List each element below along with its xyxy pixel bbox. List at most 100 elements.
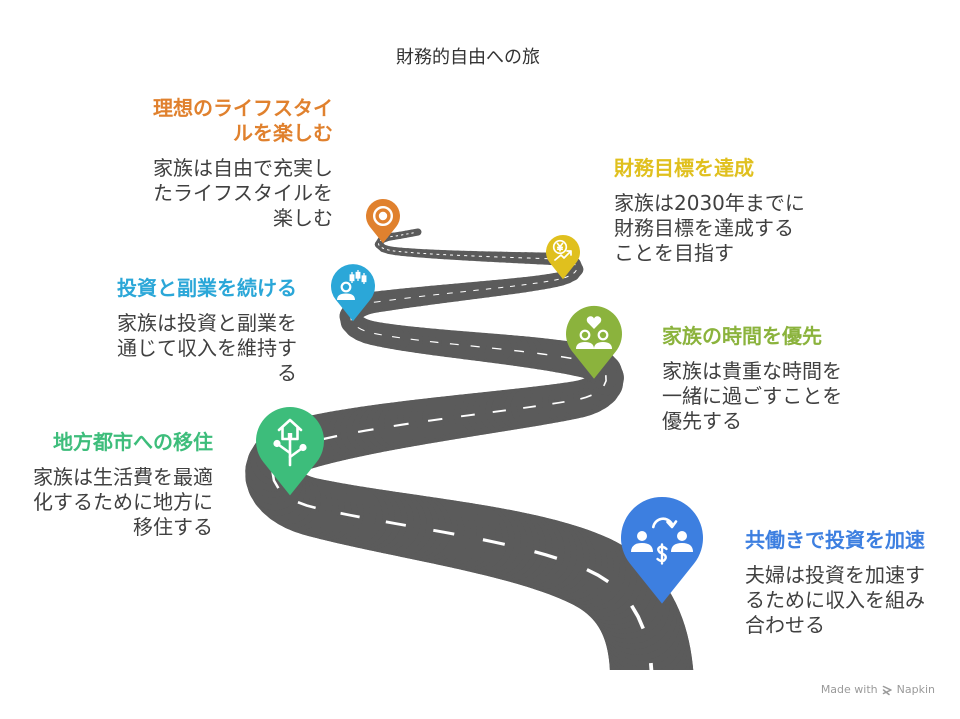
step-description-line: 財務目標を達成する <box>614 216 794 240</box>
step-title-line: ルを楽しむ <box>233 121 333 145</box>
road-dash <box>446 292 453 294</box>
person-head-left <box>637 531 647 541</box>
candlestick-icon <box>349 270 367 284</box>
yen-coin <box>552 239 568 255</box>
step-title: 家族の時間を優先 <box>662 324 842 349</box>
step-description-line: ことを目指す <box>614 241 734 265</box>
step-label-financial-goal: 財務目標を達成 家族は2030年までに 財務目標を達成する ことを目指す <box>614 156 805 266</box>
step-title: 投資と副業を続ける <box>117 276 297 301</box>
road-centerline-guide <box>272 232 652 700</box>
step-description-line: 夫婦は投資を加速す <box>745 563 925 587</box>
road-dash <box>449 343 459 346</box>
road-dash <box>404 297 411 299</box>
step-label-relocation: 地方都市への移住 家族は生活費を最適 化するために地方に 移住する <box>33 430 213 540</box>
step-description: 夫婦は投資を加速す るために収入を組み 合わせる <box>745 563 925 638</box>
road-dash <box>532 282 538 285</box>
road-dash <box>386 249 390 251</box>
step-label-invest-side-business: 投資と副業を続ける 家族は投資と副業を 通じて収入を維持す る <box>117 276 297 386</box>
napkin-logo-icon <box>882 685 892 695</box>
road-dash <box>648 662 654 670</box>
step-description-line: 家族は貴重な時間を <box>662 359 842 383</box>
road-dash <box>357 428 374 434</box>
pin-financial-goal <box>546 235 580 280</box>
candle-body <box>355 271 361 279</box>
dual-income-invest-icon <box>631 517 693 565</box>
target-icon <box>372 205 394 227</box>
step-label-dual-income: 共働きで投資を加速 夫婦は投資を加速す るために収入を組み 合わせる <box>745 528 925 638</box>
house-tree-icon <box>273 418 307 467</box>
road-dash <box>393 422 409 428</box>
road-dash <box>534 550 558 560</box>
road-dash <box>573 269 577 274</box>
step-title-line: 地方都市への移住 <box>53 430 213 454</box>
pin-marker <box>366 199 400 244</box>
pin-ideal-lifestyle <box>366 199 400 244</box>
dollar-sign <box>656 543 668 565</box>
road-dash <box>271 471 280 489</box>
target-center <box>378 211 388 221</box>
step-description-line: 通じて収入を維持す <box>117 336 297 360</box>
pin-invest-side-business <box>331 264 375 322</box>
road-dash <box>389 298 396 301</box>
pin-marker <box>566 305 622 379</box>
road-dash <box>498 286 504 289</box>
road-dash <box>560 355 572 360</box>
road-dash <box>418 295 426 298</box>
step-description: 家族は2030年までに 財務目標を達成する ことを目指す <box>614 191 805 266</box>
yen-symbol <box>556 242 564 252</box>
step-title-line: 財務目標を達成 <box>614 156 754 180</box>
step-title-line: 共働きで投資を加速 <box>745 528 925 552</box>
person-head-right <box>597 329 609 341</box>
road-dash <box>603 375 607 387</box>
tree-branch-left <box>277 443 292 455</box>
yen-growth-icon <box>552 239 572 261</box>
road-dash <box>427 417 443 422</box>
road-dash <box>485 288 492 290</box>
step-label-ideal-lifestyle: 理想のライフスタイ ルを楽しむ 家族は自由で充実し たライフスタイルを 楽しむ <box>153 96 333 231</box>
road-dash <box>586 568 610 584</box>
road-dash <box>552 400 565 405</box>
road-dash <box>429 340 439 344</box>
made-with-text: Made with <box>820 683 878 696</box>
investor-chart-icon <box>337 270 367 300</box>
road-dash <box>373 300 381 303</box>
brand-name: Napkin <box>896 683 935 696</box>
road-dash <box>492 409 507 414</box>
person-body-right <box>671 543 693 552</box>
step-description-line: 合わせる <box>745 613 825 637</box>
house-door <box>287 433 293 439</box>
leaf-right <box>299 443 307 452</box>
leaf-left <box>273 439 281 448</box>
step-title: 理想のライフスタイ ルを楽しむ <box>153 96 333 146</box>
person-head-left <box>579 329 591 341</box>
person-body-left <box>576 342 594 349</box>
step-label-family-time: 家族の時間を優先 家族は貴重な時間を 一緒に過ごすことを 優先する <box>662 324 842 434</box>
road-dash <box>391 336 401 339</box>
step-description-line: 化するために地方に <box>33 490 213 514</box>
step-description-line: 家族は自由で充実し <box>153 156 333 180</box>
step-title-line: 家族の時間を優先 <box>662 324 822 348</box>
growth-arrow <box>554 250 572 261</box>
step-description: 家族は貴重な時間を 一緒に過ごすことを 優先する <box>662 359 842 434</box>
step-title-line: 理想のライフスタイ <box>153 96 333 120</box>
road-dash <box>630 604 645 630</box>
road-dash <box>460 290 466 293</box>
step-description: 家族は生活費を最適 化するために地方に 移住する <box>33 465 213 540</box>
person-body-right <box>594 342 612 349</box>
candle-body <box>361 275 367 283</box>
road-center-dashes <box>271 232 654 670</box>
road <box>245 228 694 670</box>
cycle-arrowhead <box>666 520 678 529</box>
step-description-line: る <box>277 361 297 385</box>
step-title: 共働きで投資を加速 <box>745 528 925 553</box>
step-description: 家族は投資と副業を 通じて収入を維持す る <box>117 311 297 386</box>
road-dash <box>433 293 440 296</box>
person-body-left <box>631 543 653 552</box>
road-dash <box>509 285 516 287</box>
road-dash <box>377 243 380 246</box>
person-head <box>340 281 352 293</box>
step-description-line: 家族は2030年までに <box>614 191 805 215</box>
road-surface <box>245 228 694 670</box>
road-dash <box>564 275 569 279</box>
